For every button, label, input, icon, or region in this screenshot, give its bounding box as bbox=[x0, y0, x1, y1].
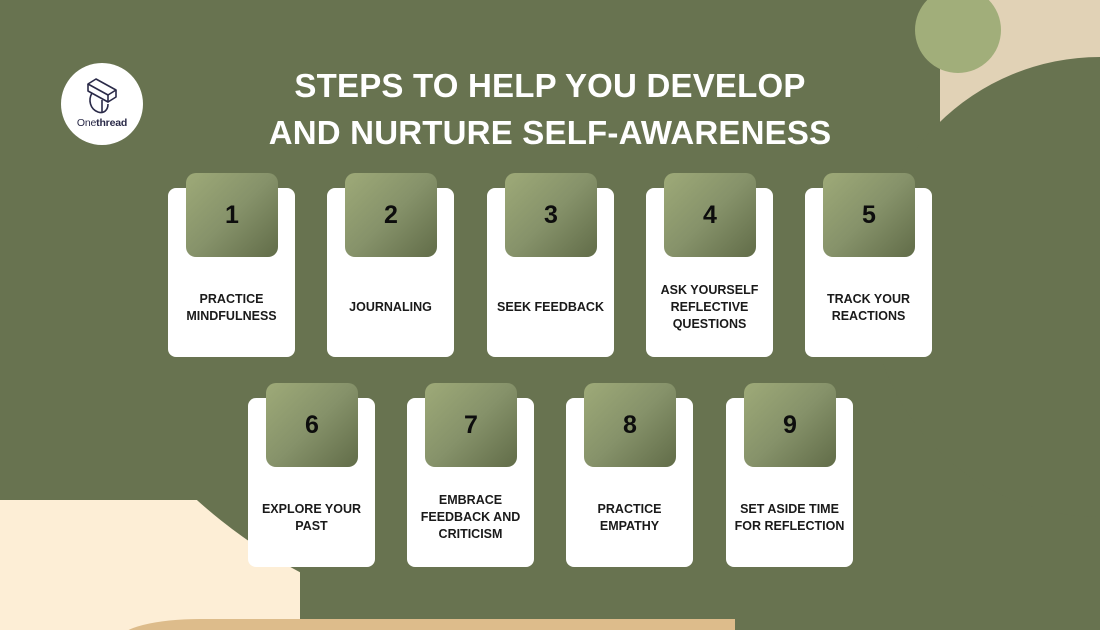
step-number-badge: 3 bbox=[505, 173, 597, 257]
bottom-tan-bar bbox=[120, 619, 735, 630]
step-label: SET ASIDE TIME FOR REFLECTION bbox=[734, 501, 845, 533]
logo-wordmark: Onethread bbox=[76, 116, 128, 129]
step-number-badge: 9 bbox=[744, 383, 836, 467]
step-card-8: 8 PRACTICE EMPATHY bbox=[566, 383, 693, 567]
title-line-1: STEPS TO HELP YOU DEVELOP bbox=[294, 67, 806, 104]
page-title: STEPS TO HELP YOU DEVELOP AND NURTURE SE… bbox=[200, 62, 900, 156]
title-line-2: AND NURTURE SELF-AWARENESS bbox=[268, 114, 832, 151]
step-card-9: 9 SET ASIDE TIME FOR REFLECTION bbox=[726, 383, 853, 567]
step-number-badge: 7 bbox=[425, 383, 517, 467]
step-number-badge: 5 bbox=[823, 173, 915, 257]
step-card-5: 5 TRACK YOUR REACTIONS bbox=[805, 173, 932, 357]
step-card-4: 4 ASK YOURSELF REFLECTIVE QUESTIONS bbox=[646, 173, 773, 357]
onethread-logo-icon bbox=[87, 77, 117, 113]
step-label: EXPLORE YOUR PAST bbox=[261, 501, 362, 533]
step-number-badge: 4 bbox=[664, 173, 756, 257]
step-number-badge: 2 bbox=[345, 173, 437, 257]
step-label: SEEK FEEDBACK bbox=[497, 300, 604, 314]
step-label: PRACTICE EMPATHY bbox=[597, 501, 662, 533]
onethread-logo: Onethread bbox=[61, 63, 143, 145]
top-right-accent-circle bbox=[915, 0, 1001, 73]
step-label: ASK YOURSELF REFLECTIVE QUESTIONS bbox=[660, 283, 759, 331]
step-card-2: 2 JOURNALING bbox=[327, 173, 454, 357]
step-number-badge: 8 bbox=[584, 383, 676, 467]
step-number-badge: 6 bbox=[266, 383, 358, 467]
step-card-6: 6 EXPLORE YOUR PAST bbox=[248, 383, 375, 567]
step-label: EMBRACE FEEDBACK AND CRITICISM bbox=[420, 493, 521, 541]
step-label: PRACTICE MINDFULNESS bbox=[186, 291, 277, 323]
step-card-1: 1 PRACTICE MINDFULNESS bbox=[168, 173, 295, 357]
step-card-3: 3 SEEK FEEDBACK bbox=[487, 173, 614, 357]
step-card-7: 7 EMBRACE FEEDBACK AND CRITICISM bbox=[407, 383, 534, 567]
step-label: TRACK YOUR REACTIONS bbox=[826, 291, 911, 323]
step-number-badge: 1 bbox=[186, 173, 278, 257]
step-label: JOURNALING bbox=[349, 300, 432, 314]
